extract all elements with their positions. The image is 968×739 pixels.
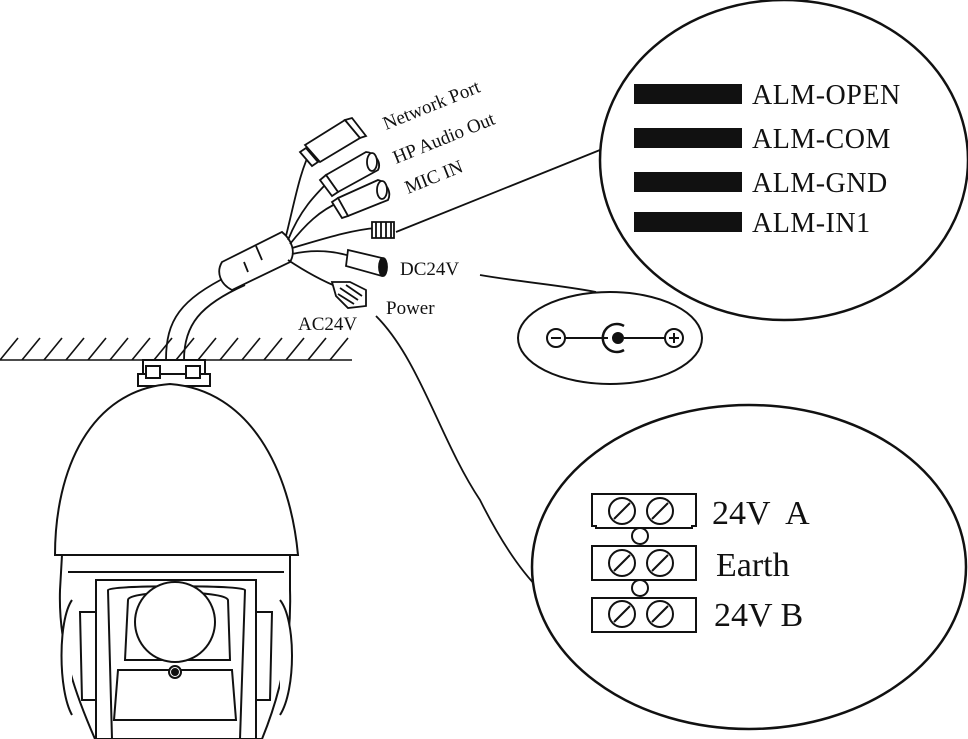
ceiling-hatch-line — [21, 337, 41, 361]
ceiling-hatch-line — [87, 337, 107, 361]
alarm-pin-bar — [634, 172, 742, 192]
alarm-pin-bar — [634, 212, 742, 232]
ceiling-hatch-line — [263, 337, 283, 361]
dc-leader-line — [479, 274, 597, 293]
leader-lines — [375, 149, 601, 591]
ceiling-hatch-line — [43, 337, 63, 361]
camera-lens — [134, 581, 216, 663]
dc-polarity-bubble — [517, 291, 703, 385]
terminal-callout-bubble — [530, 403, 968, 731]
terminal-label: 24V B — [714, 597, 803, 634]
alarm-pin-label: ALM-IN1 — [752, 208, 871, 239]
ac24v-power-connector — [330, 281, 367, 309]
dc24v-connector — [345, 248, 388, 277]
mic-in-connector — [330, 179, 391, 220]
terminal-label: Earth — [716, 547, 790, 584]
ceiling-hatch-line — [241, 337, 261, 361]
connectors — [298, 116, 395, 309]
alarm-leader-line — [395, 149, 601, 233]
alarm-pin-label: ALM-COM — [752, 124, 891, 155]
alarm-pin-bar — [634, 84, 742, 104]
center-pin-icon — [601, 322, 625, 354]
ceiling-hatch-line — [219, 337, 239, 361]
camera-dome — [53, 382, 300, 556]
ceiling-hatch-line — [329, 337, 349, 361]
power-label: Power — [386, 298, 435, 319]
hp-audio-out-connector — [318, 151, 380, 198]
ferrite-bead — [218, 230, 294, 292]
ac24v-label: AC24V — [298, 314, 357, 335]
alarm-pin-bar — [634, 128, 742, 148]
ceiling-hatch-line — [109, 337, 129, 361]
alarm-callout: ALM-OPEN ALM-COM ALM-GND ALM-IN1 — [598, 0, 968, 322]
network-port-connector — [298, 116, 368, 168]
ceiling-hatch-line — [153, 337, 173, 361]
ceiling-hatch-line — [197, 337, 217, 361]
dc-polarity-callout — [517, 291, 703, 385]
terminal-label: 24V A — [712, 495, 810, 532]
alarm-pin-label: ALM-GND — [752, 168, 888, 199]
dc24v-label: DC24V — [400, 259, 459, 280]
ceiling — [0, 337, 352, 361]
ceiling-hatch-line — [131, 337, 151, 361]
ptz-camera — [53, 359, 300, 739]
ceiling-hatch-line — [0, 337, 19, 361]
ceiling-hatch-line — [285, 337, 305, 361]
alarm-pin-label: ALM-OPEN — [752, 80, 901, 111]
ceiling-hatch-line — [307, 337, 327, 361]
alarm-connector — [371, 221, 395, 239]
ac-leader-line — [375, 315, 541, 591]
terminal-block-callout: 24V A Earth 24V B — [530, 403, 968, 731]
terminal-block — [591, 493, 697, 633]
alarm-callout-bubble — [598, 0, 968, 322]
ceiling-hatch-line — [65, 337, 85, 361]
